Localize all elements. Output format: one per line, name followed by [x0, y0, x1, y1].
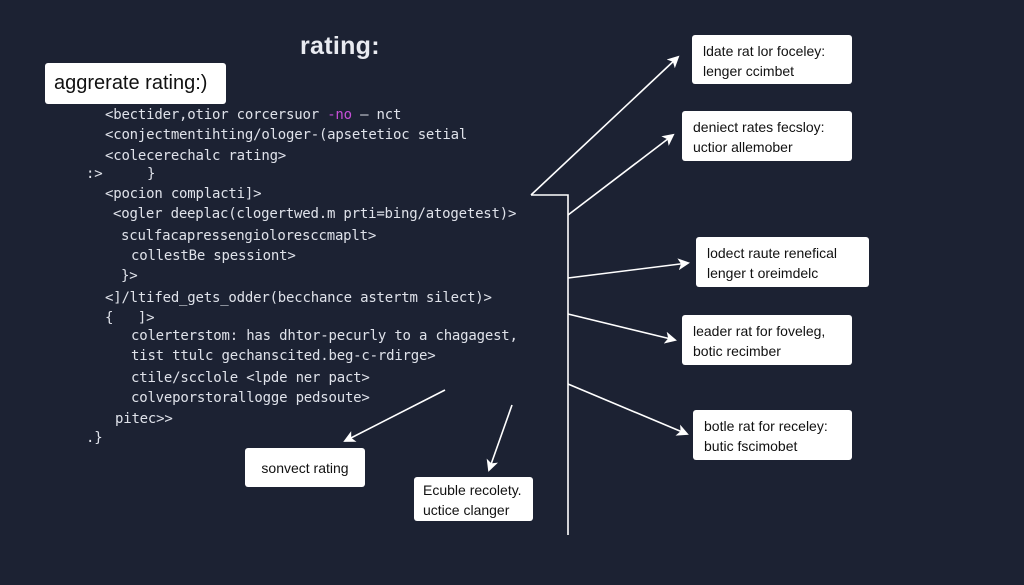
right-box-4-line-2: botic recimber: [693, 343, 781, 359]
right-box-5-line-2: butic fscimobet: [704, 438, 798, 454]
right-box-5-line-1: botle rat for receley:: [704, 418, 828, 434]
code-line-5: <pocion complacti]>: [105, 186, 262, 202]
code-line-2: <conjectmentihting/ologer-(apsetetioc se…: [105, 127, 468, 143]
bottom-box-middle-line-2: uctice clanger: [423, 502, 510, 518]
code-line-7: sculfacapressengioloresccmaplt>: [121, 228, 377, 244]
arrow-to-box-2: [567, 133, 675, 216]
bottom-box-middle: Ecuble recolety. uctice clanger: [414, 477, 533, 521]
right-box-2-line-1: deniect rates fecsloy:: [693, 119, 825, 135]
code-line-1: <bectider,otior corcersuor -no – nct: [105, 107, 402, 123]
header-label-box: aggrerate rating:): [45, 63, 226, 104]
code-line-12: colerterstom: has dhtor-pecurly to a cha…: [131, 328, 518, 344]
arrow-to-bottom-left: [343, 389, 446, 442]
code-line-9: }>: [121, 268, 138, 284]
arrow-to-box-3: [567, 258, 690, 279]
code-line-16: pitec>>: [115, 411, 173, 427]
trunk-connector: [531, 194, 569, 535]
right-box-2: deniect rates fecsloy: uctior allemober: [682, 111, 852, 161]
right-box-3-line-1: lodect raute renefical: [707, 245, 837, 261]
code-line-4b: }: [147, 166, 156, 182]
code-line-10: <]/ltifed_gets_odder(becchance astertm s…: [105, 290, 492, 306]
right-box-4: leader rat for foveleg, botic recimber: [682, 315, 852, 365]
right-box-1-line-2: lenger ccimbet: [703, 63, 795, 79]
right-box-5: botle rat for receley: butic fscimobet: [693, 410, 852, 460]
arrow-to-box-1: [530, 55, 680, 196]
right-box-4-line-1: leader rat for foveleg,: [693, 323, 826, 339]
right-box-2-line-2: uctior allemober: [693, 139, 793, 155]
code-line-6: <ogler deeplac(clogertwed.m prti=bing/at…: [113, 206, 517, 222]
code-line-17: .}: [86, 430, 103, 446]
arrow-to-bottom-middle: [486, 404, 513, 472]
right-box-1-line-1: ldate rat lor foceley:: [703, 43, 826, 59]
code-line-8: collestBe spessiont>: [131, 248, 296, 264]
right-box-3-line-2: lenger t oreimdelc: [707, 265, 819, 281]
right-box-1: ldate rat lor foceley: lenger ccimbet: [692, 35, 852, 84]
diagram-title: rating:: [300, 32, 380, 60]
code-line-4a: :>: [86, 166, 103, 182]
code-highlight: -no: [327, 107, 352, 123]
header-label: aggrerate rating:): [54, 72, 208, 94]
code-line-14: ctile/scclole <lpde ner pact>: [131, 370, 370, 386]
code-line-13: tist ttulc gechanscited.beg-c-rdirge>: [131, 348, 436, 364]
arrow-to-box-5: [567, 383, 689, 436]
code-line-15: colveporstorallogge pedsoute>: [131, 390, 370, 406]
bottom-box-left-label: sonvect rating: [261, 459, 349, 476]
bottom-box-left: sonvect rating: [245, 448, 365, 487]
right-box-3: lodect raute renefical lenger t oreimdel…: [696, 237, 869, 287]
bottom-box-middle-line-1: Ecuble recolety.: [423, 482, 522, 498]
arrow-to-box-4: [567, 313, 677, 344]
code-line-11: { ]>: [105, 310, 155, 326]
code-line-3: <colecerechalc rating>: [105, 148, 287, 164]
